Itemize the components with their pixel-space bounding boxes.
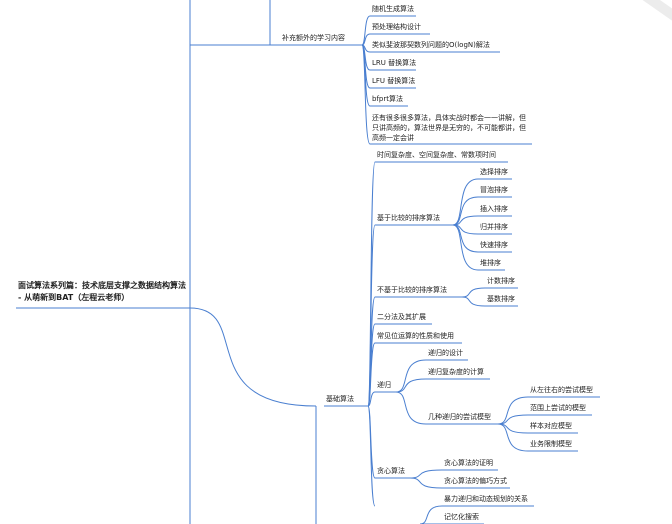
node-extra-learning[interactable]: 补充额外的学习内容 <box>282 34 345 42</box>
node-comparison-sort[interactable]: 基于比较的排序算法 <box>377 214 440 222</box>
node-recursion-models[interactable]: 几种递归的尝试模型 <box>428 413 491 421</box>
node-lfu[interactable]: LFU 替换算法 <box>372 77 416 85</box>
node-preprocessing-structure[interactable]: 预处理结构设计 <box>372 23 421 31</box>
node-insertion-sort[interactable]: 插入排序 <box>480 205 508 213</box>
node-sample-model[interactable]: 样本对应模型 <box>530 422 572 430</box>
node-radix-sort[interactable]: 基数排序 <box>487 295 515 303</box>
node-bit-operations[interactable]: 常见位运算的性质和使用 <box>377 332 454 340</box>
node-recursion-complexity[interactable]: 递归复杂度的计算 <box>428 368 484 376</box>
node-more-algorithms-note[interactable]: 还有很多很多算法，具体实战时都会一一讲解，但只讲高频的，算法世界是无穷的，不可能… <box>372 114 526 142</box>
node-recursion[interactable]: 递归 <box>377 381 391 389</box>
node-complexity[interactable]: 时间复杂度、空间复杂度、常数项时间 <box>377 151 496 159</box>
node-non-comparison-sort[interactable]: 不基于比较的排序算法 <box>377 286 447 294</box>
node-binary-search[interactable]: 二分法及其扩展 <box>377 313 426 321</box>
node-lru[interactable]: LRU 替换算法 <box>372 59 417 67</box>
node-heap-sort[interactable]: 堆排序 <box>480 259 501 267</box>
root-node[interactable]: 面试算法系列篇：技术底层支撑之数据结构算法 - 从萌新到BAT（左程云老师） <box>18 281 186 302</box>
node-greedy[interactable]: 贪心算法 <box>377 467 405 475</box>
node-recursion-design[interactable]: 递归的设计 <box>428 349 463 357</box>
node-memoized-search[interactable]: 记忆化搜索 <box>444 513 479 521</box>
node-basic-algorithms[interactable]: 基础算法 <box>326 395 354 403</box>
node-fibonacci-logn[interactable]: 类似斐波那契数列问题的O(logN)解法 <box>372 41 490 49</box>
node-greedy-tricks[interactable]: 贪心算法的偏巧方式 <box>444 477 507 485</box>
node-greedy-proof[interactable]: 贪心算法的证明 <box>444 459 493 467</box>
node-left-to-right-model[interactable]: 从左往右的尝试模型 <box>530 386 593 394</box>
node-random-generation[interactable]: 随机生成算法 <box>372 5 414 13</box>
node-bfprt[interactable]: bfprt算法 <box>372 95 403 103</box>
node-range-model[interactable]: 范围上尝试的模型 <box>530 404 586 412</box>
node-quick-sort[interactable]: 快速排序 <box>480 241 508 249</box>
node-business-model[interactable]: 业务限制模型 <box>530 440 572 448</box>
node-counting-sort[interactable]: 计数排序 <box>487 277 515 285</box>
node-selection-sort[interactable]: 选择排序 <box>480 168 508 176</box>
node-recursion-vs-dp[interactable]: 暴力递归和动态规划的关系 <box>444 495 528 503</box>
node-bubble-sort[interactable]: 冒泡排序 <box>480 186 508 194</box>
node-merge-sort[interactable]: 归并排序 <box>480 223 508 231</box>
